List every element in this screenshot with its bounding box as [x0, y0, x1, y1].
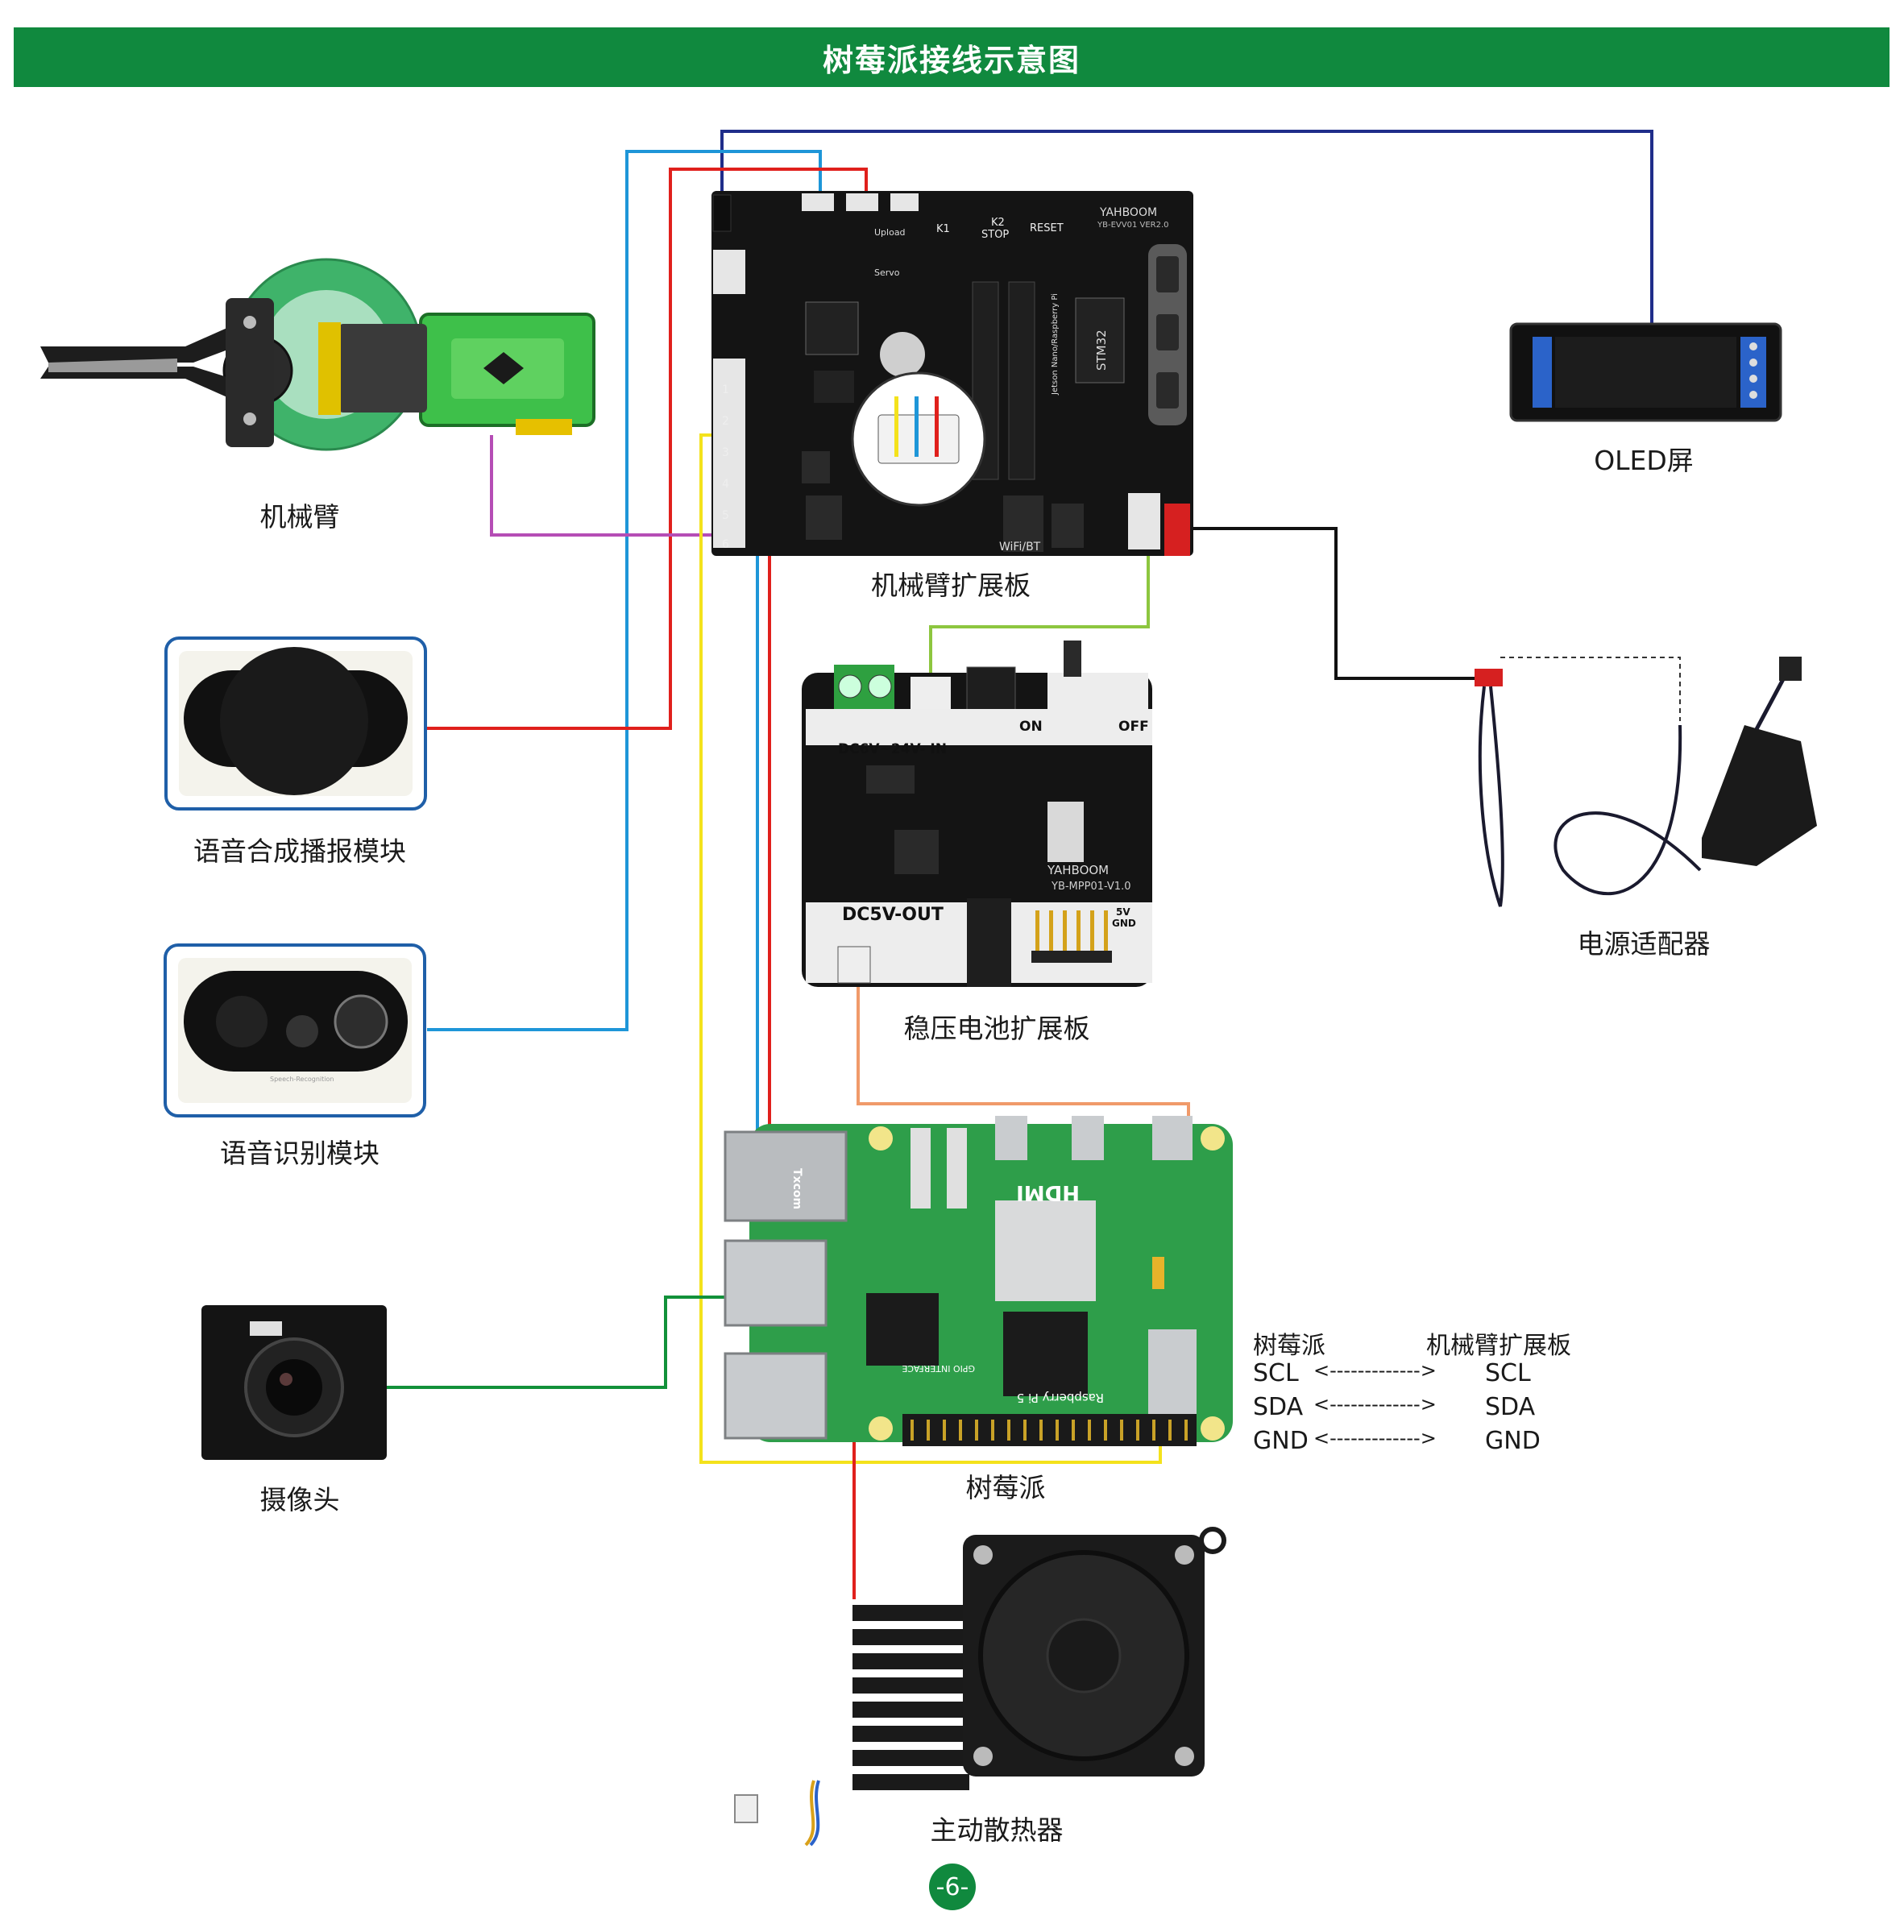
- expansion-board: YAHBOOM YB-EVV01 VER2.0 K1 K2 STOP RESET…: [711, 191, 1193, 556]
- speech-recog-module: Speech-Recognition: [164, 943, 426, 1117]
- caption-expansion-board: 机械臂扩展板: [871, 570, 1031, 601]
- wire-adapter: [1193, 527, 1475, 680]
- camera: [201, 1305, 387, 1460]
- wire-speech-synth: [427, 168, 868, 730]
- pi-gpio-print: GPIO INTERFACE: [902, 1363, 975, 1374]
- pin-row-right: SCL: [1485, 1359, 1531, 1387]
- caption-robot-arm: 机械臂: [259, 501, 340, 533]
- pwr-brand: YAHBOOM: [1047, 863, 1109, 877]
- power-board: DC6V~24V- IN ON OFF YAHBOOM YB-MPP01-V1.…: [802, 641, 1152, 987]
- robot-arm: [40, 258, 595, 451]
- exp-port-6: 6: [722, 538, 729, 551]
- pwr-off-label: OFF: [1118, 719, 1149, 735]
- caption-raspberry-pi: 树莓派: [965, 1472, 1046, 1503]
- pwr-out-label: DC5V-OUT: [842, 905, 944, 925]
- wire-speech-recog: [427, 150, 822, 1031]
- wire-camera: [387, 1296, 757, 1389]
- caption-fan: 主动散热器: [930, 1814, 1064, 1846]
- power-adapter: [1475, 657, 1817, 907]
- exp-port-2: 2: [722, 415, 729, 428]
- exp-stop: STOP: [981, 229, 1009, 241]
- exp-wifi: WiFi/BT: [999, 541, 1041, 553]
- pin-row-arrow: <------------->: [1313, 1393, 1437, 1416]
- pin-row-left: SDA: [1253, 1393, 1304, 1421]
- exp-jetson: Jetson Nano/Raspberry Pi: [1051, 293, 1060, 396]
- exp-brand: YAHBOOM: [1099, 206, 1157, 219]
- page-number: -6-: [929, 1864, 976, 1910]
- exp-port-3: 3: [722, 446, 729, 459]
- pwr-5v-label: 5V: [1116, 906, 1130, 918]
- pin-row-right: GND: [1485, 1427, 1541, 1455]
- pin-row-right: SDA: [1485, 1393, 1536, 1421]
- exp-port-4: 4: [722, 478, 729, 491]
- pi-hdmi-print: HDMI: [1016, 1180, 1080, 1204]
- page-title: 树莓派接线示意图: [822, 42, 1081, 78]
- pin-legend-left-header: 树莓派: [1253, 1332, 1325, 1360]
- pin-legend-right-header: 机械臂扩展板: [1426, 1332, 1571, 1360]
- raspberry-pi: HDMI Txcom GPIO INTERFACE Raspberry Pi 5: [724, 1116, 1233, 1446]
- caption-speech-recog: 语音识别模块: [220, 1138, 380, 1169]
- pin-row-arrow: <------------->: [1313, 1359, 1437, 1382]
- caption-camera: 摄像头: [259, 1484, 340, 1515]
- caption-oled: OLED屏: [1594, 445, 1694, 476]
- pi-txcom-print: Txcom: [790, 1168, 803, 1209]
- caption-power-board: 稳压电池扩展板: [903, 1013, 1090, 1044]
- pwr-gnd-label: GND: [1112, 918, 1136, 929]
- pin-row-arrow: <------------->: [1313, 1427, 1437, 1449]
- exp-reset: RESET: [1030, 222, 1064, 234]
- oled-screen: [1509, 322, 1782, 422]
- exp-version: YB-EVV01 VER2.0: [1097, 221, 1169, 230]
- exp-stm32: STM32: [1094, 330, 1109, 371]
- speech-recog-print: Speech-Recognition: [270, 1076, 334, 1083]
- speech-synth-module: [164, 636, 427, 811]
- exp-port-5: 5: [722, 509, 729, 522]
- exp-port-numbers: 1 2 3 4 5 6: [722, 383, 729, 551]
- active-cooler: [734, 1527, 1226, 1847]
- pwr-on-label: ON: [1019, 719, 1043, 735]
- wire-power-lime: [929, 556, 1150, 673]
- page-title-banner: 树莓派接线示意图: [14, 27, 1889, 87]
- caption-speech-synth: 语音合成播报模块: [193, 835, 406, 867]
- pwr-in-label: DC6V~24V- IN: [838, 741, 947, 757]
- exp-servo: Servo: [874, 267, 900, 278]
- pwr-version: YB-MPP01-V1.0: [1051, 881, 1130, 893]
- exp-upload: Upload: [874, 227, 906, 238]
- pin-row-left: GND: [1253, 1427, 1309, 1455]
- caption-power-adapter: 电源适配器: [1577, 928, 1711, 960]
- pi-model-print: Raspberry Pi 5: [1017, 1391, 1104, 1405]
- wire-oled: [720, 130, 1653, 324]
- exp-k1: K1: [936, 223, 950, 235]
- wire-robot-arm: [490, 435, 717, 537]
- exp-port-1: 1: [722, 383, 729, 396]
- pin-row-left: SCL: [1253, 1359, 1299, 1387]
- exp-k2: K2: [991, 217, 1005, 229]
